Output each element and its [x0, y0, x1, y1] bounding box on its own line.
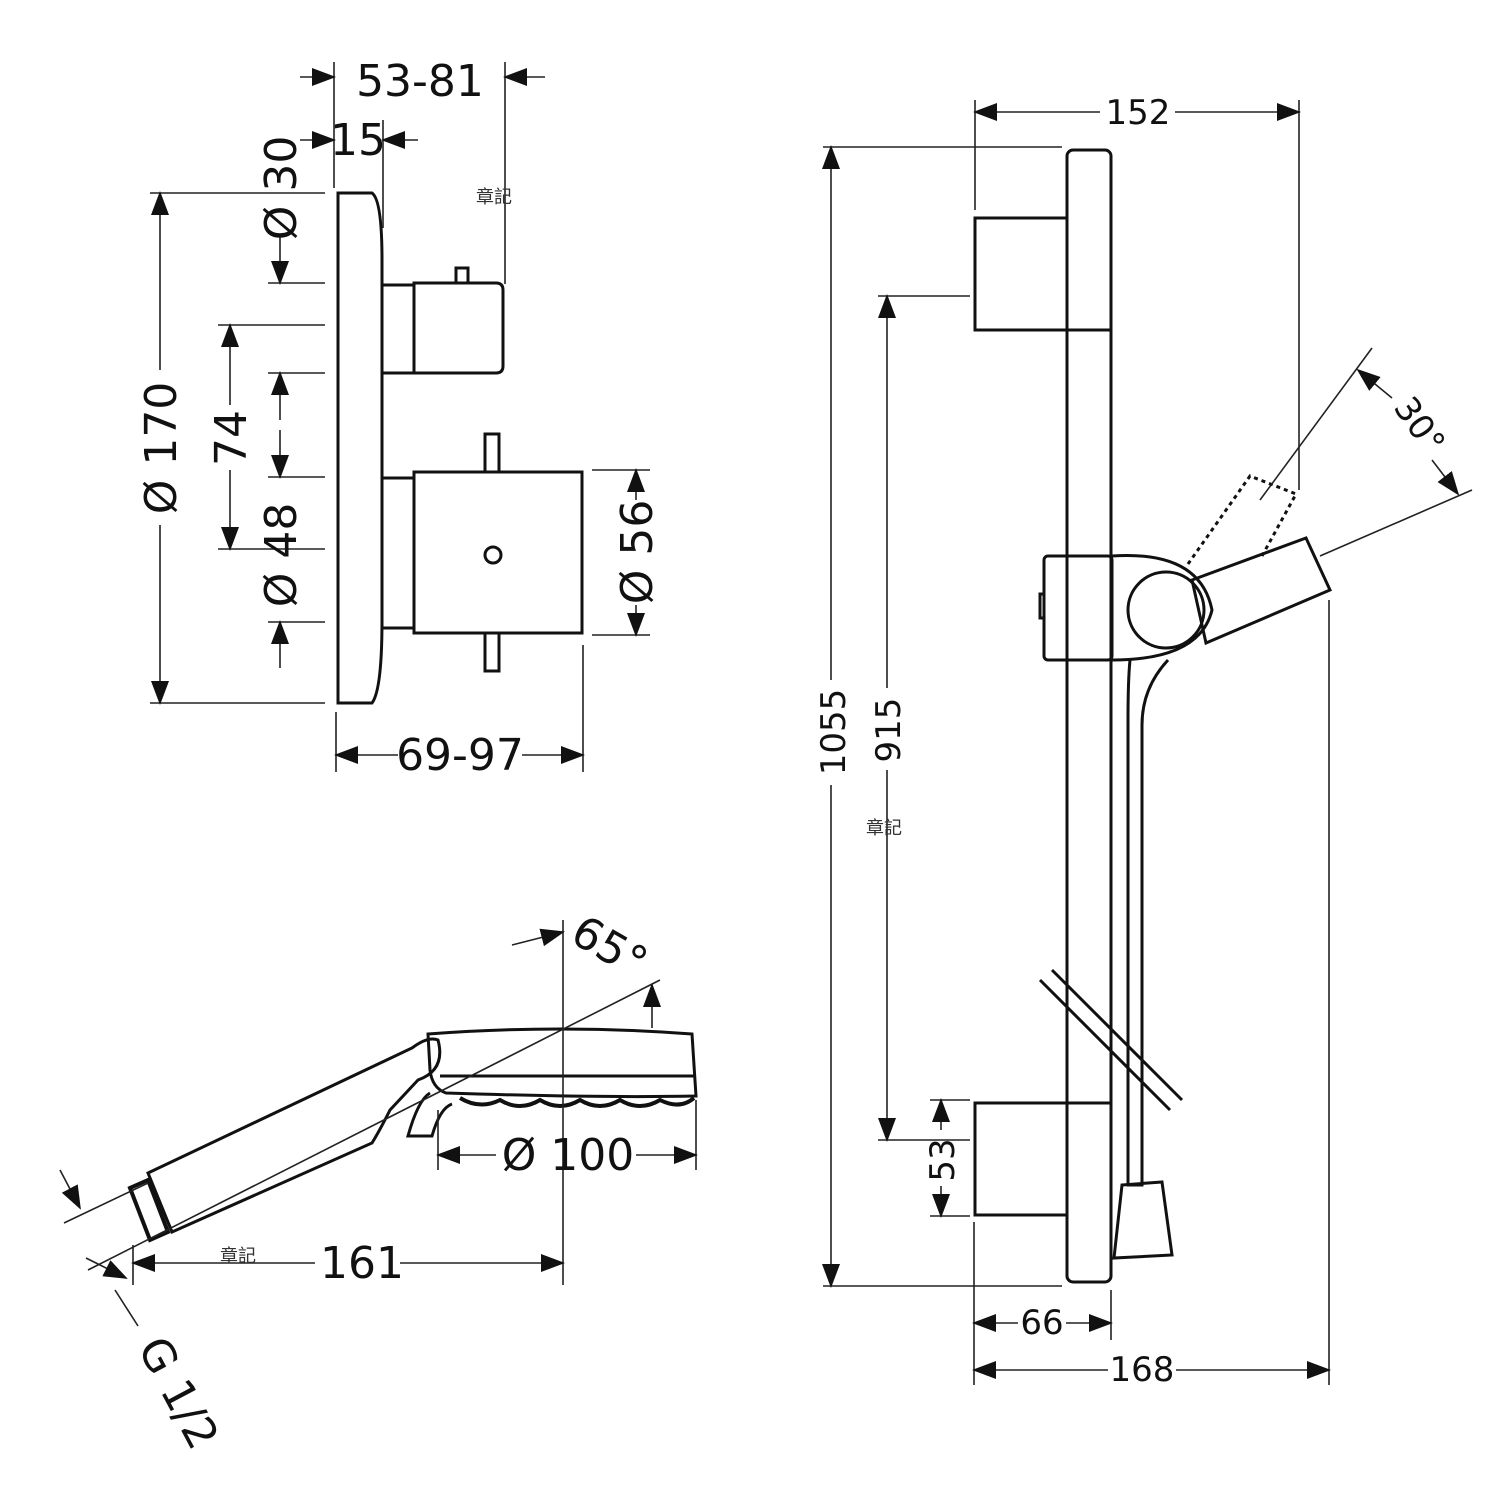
- hand-shower-view: 65° Ø 100 161 G 1/2: [59, 906, 698, 1458]
- dim-diameter-56: Ø 56: [612, 500, 663, 605]
- dim-width-range: 69-97: [396, 730, 524, 781]
- dim-offset: 15: [330, 115, 386, 166]
- shower-rail-view: 152 1055 915 53 30° 66 168: [814, 93, 1473, 1390]
- valve-view: 53-81 15 Ø 30 Ø 170 74 Ø 48 Ø 56 69-97: [136, 56, 663, 781]
- dim-length-161: 161: [320, 1238, 404, 1289]
- dim-arrow: [85, 1257, 128, 1279]
- hand-shower-nozzles: [458, 1096, 696, 1108]
- valve-upper-pin: [454, 266, 470, 285]
- dim-wall-offset: 66: [1020, 1303, 1063, 1343]
- rail-slider-knob: [1038, 592, 1044, 620]
- rail-holder-arm-tilted: [1186, 474, 1299, 565]
- rail-hose: [1126, 658, 1170, 1187]
- watermark-stamp: 章記: [220, 1246, 256, 1267]
- dim-head-diameter: Ø 100: [502, 1130, 635, 1181]
- watermark-stamp: 章記: [866, 818, 902, 839]
- dim-bracket-width: 152: [1106, 93, 1171, 133]
- dim-spacing: 74: [206, 410, 257, 466]
- rail-holder-arm: [1190, 536, 1333, 646]
- dim-angle-65: 65°: [563, 906, 656, 989]
- dim-diameter-30: Ø 30: [256, 136, 307, 241]
- rail-hose-cone: [1112, 1180, 1174, 1260]
- watermark-stamp: 章記: [476, 187, 512, 208]
- hand-shower-handle: [146, 1037, 442, 1235]
- break-line: [1050, 968, 1184, 1102]
- valve-wall-plate: [336, 191, 384, 705]
- ext-line: [1319, 489, 1473, 557]
- leader-line: [114, 1289, 139, 1327]
- rail-bottom-bracket: [973, 1101, 1069, 1217]
- hand-shower-thread: [127, 1177, 171, 1243]
- valve-upper-neck: [380, 283, 416, 375]
- dim-thread: G 1/2: [127, 1329, 228, 1458]
- valve-lower-pin-bottom: [483, 631, 501, 673]
- valve-center-dot: [483, 545, 503, 565]
- valve-lower-neck: [380, 476, 416, 630]
- valve-lower-knob: [412, 470, 584, 635]
- dim-arrow: [59, 1169, 81, 1210]
- rail-holder-ring: [1126, 570, 1206, 650]
- valve-lower-pin-top: [483, 432, 501, 474]
- rail-holder-body: [1111, 553, 1214, 662]
- dim-tilt-angle: 30°: [1385, 390, 1452, 462]
- dim-depth-range: 53-81: [356, 56, 484, 107]
- dim-bracket-height: 53: [923, 1138, 963, 1181]
- axis-line: [87, 979, 661, 1271]
- ext-line: [63, 1182, 149, 1224]
- hand-shower-head: [426, 1027, 698, 1099]
- dim-arrow: [1356, 368, 1393, 399]
- valve-upper-knob: [412, 281, 505, 375]
- dim-plate-diameter: Ø 170: [136, 382, 187, 515]
- rail-slider: [1042, 554, 1114, 662]
- rail-top-bracket: [973, 216, 1069, 332]
- rail-bar: [1065, 148, 1113, 1284]
- dim-arrow: [511, 928, 565, 947]
- break-line: [1038, 978, 1172, 1112]
- hand-shower-neck: [406, 1091, 453, 1138]
- dim-overall-depth: 168: [1110, 1350, 1175, 1390]
- ext-line: [1259, 347, 1373, 501]
- dim-diameter-48: Ø 48: [256, 503, 307, 608]
- dim-total-height: 1055: [814, 689, 854, 776]
- dim-bracket-spacing: 915: [869, 698, 909, 763]
- dim-arrow: [1431, 459, 1460, 496]
